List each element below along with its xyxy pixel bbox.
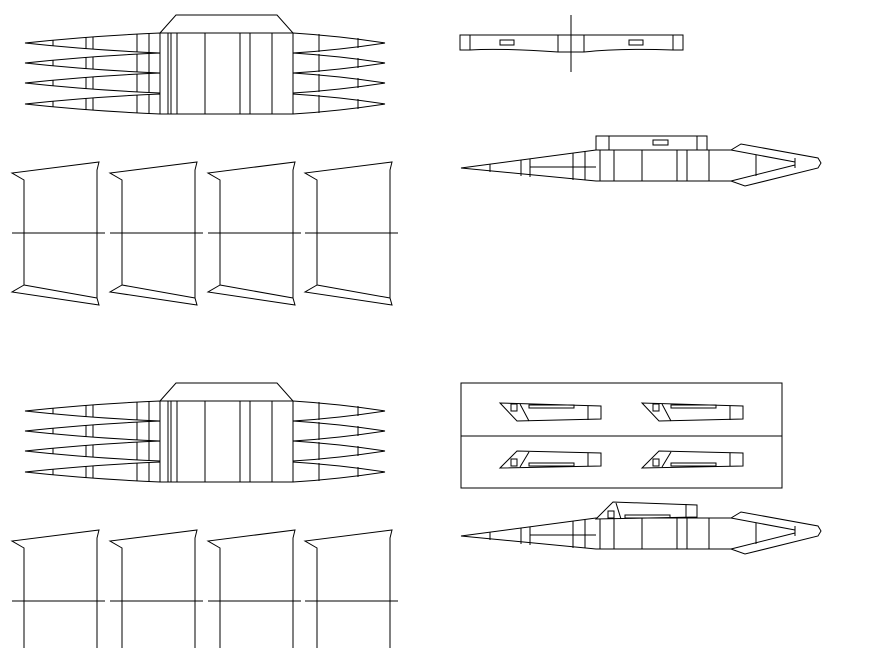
top-view-lower <box>24 382 386 483</box>
side-view-upper <box>460 135 822 187</box>
wing-views-lower <box>11 529 399 648</box>
canopy-detail-box <box>460 382 783 489</box>
planform-view <box>459 15 684 72</box>
side-view-lower <box>460 501 822 555</box>
wing-views-upper <box>11 161 399 306</box>
top-view-upper <box>24 14 386 115</box>
